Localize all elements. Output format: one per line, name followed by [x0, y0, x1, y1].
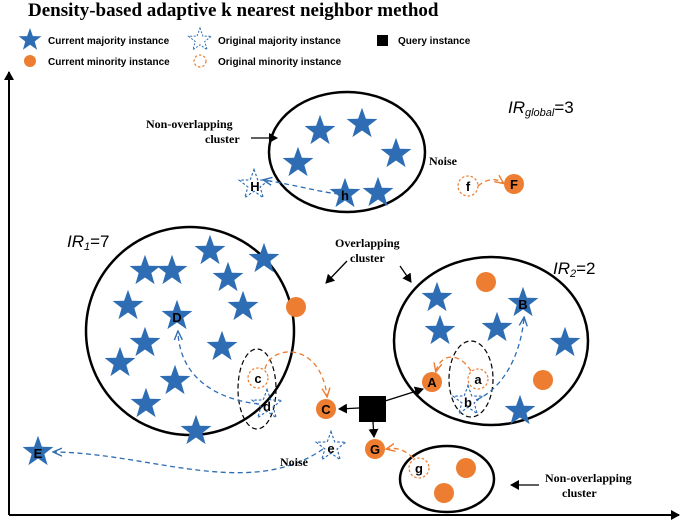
arrow-c-to-C	[264, 351, 327, 396]
overlap-left-arrow	[325, 260, 348, 284]
legend-current-minority-label: Current minority instance	[48, 57, 170, 68]
majority-star	[212, 261, 244, 292]
majority-star	[130, 387, 162, 418]
legend-current-majority-icon	[18, 28, 42, 50]
letter-d: d	[263, 399, 271, 414]
majority-star	[424, 314, 456, 345]
noise-bottom-label: Noise	[280, 455, 309, 469]
letter-B: B	[518, 297, 527, 312]
noise-top-label: Noise	[429, 154, 458, 168]
cluster-bottom-nonoverlapping	[398, 444, 496, 514]
legend-original-majority-icon	[188, 27, 212, 51]
majority-star	[129, 326, 161, 357]
majority-star	[104, 346, 136, 377]
minority-point	[286, 297, 306, 317]
legend: Current majority instance Original major…	[18, 27, 471, 68]
ir1-label: IR1=7	[67, 232, 110, 253]
letter-h: h	[341, 188, 349, 203]
majority-star	[346, 107, 378, 138]
letter-F: F	[510, 177, 518, 192]
legend-current-majority-label: Current majority instance	[48, 36, 170, 47]
cluster-dashed-ab	[448, 340, 494, 418]
minority-move-arrows	[264, 180, 503, 459]
nonoverlap-bottom-label-1: Non-overlapping	[545, 471, 632, 485]
arrow-f-to-F	[477, 180, 503, 187]
axes	[3, 71, 680, 520]
legend-original-minority-label: Original minority instance	[218, 57, 342, 68]
letter-a: a	[474, 372, 482, 387]
majority-star	[421, 281, 453, 312]
letter-C: C	[321, 402, 331, 417]
minority-point	[476, 272, 496, 292]
majority-star	[112, 289, 144, 320]
letter-G: G	[370, 442, 380, 457]
majority-star	[180, 414, 212, 445]
majority-move-arrows	[54, 180, 524, 474]
query-to-A-arrow	[384, 386, 424, 402]
minority-C	[316, 399, 336, 419]
overlap-right-arrow	[399, 265, 412, 283]
arrow-d-to-D	[178, 332, 260, 405]
majority-star	[159, 364, 191, 395]
letter-H: H	[250, 179, 259, 194]
point-letters: H h f F D c d C A a b B E e G g	[34, 177, 528, 476]
minority-point	[434, 483, 454, 503]
cluster-right-overlapping	[392, 255, 590, 427]
majority-star	[206, 330, 238, 361]
letter-c: c	[254, 371, 261, 386]
legend-original-majority-label: Original majority instance	[218, 36, 341, 47]
majority-star	[380, 137, 412, 168]
letter-b: b	[464, 395, 472, 410]
query-instance	[359, 396, 386, 422]
letter-g: g	[415, 461, 423, 476]
arrow-a-to-A	[436, 356, 472, 371]
majority-star	[282, 146, 314, 177]
arrow-b-to-B	[475, 318, 524, 401]
arrow-h-to-H	[264, 180, 340, 195]
ir-global-label: IRglobal=3	[508, 98, 574, 119]
letter-A: A	[427, 375, 437, 390]
minority-G	[365, 439, 385, 459]
original-minority-a	[467, 368, 489, 390]
query-to-G-arrow	[368, 421, 379, 438]
majority-star	[129, 254, 161, 285]
arrow-e-to-E	[54, 449, 324, 474]
query-arrows	[338, 386, 424, 438]
nonoverlap-top-label-1: Non-overlapping	[146, 117, 233, 131]
majority-star	[481, 311, 513, 342]
legend-query-icon	[377, 35, 388, 46]
majority-star	[227, 290, 259, 321]
majority-star	[504, 394, 536, 425]
majority-star	[194, 234, 226, 265]
cluster-top-nonoverlapping	[267, 90, 427, 214]
majority-star	[549, 326, 581, 357]
nonoverlap-bottom-label-2: cluster	[562, 486, 597, 500]
legend-current-minority-icon	[24, 55, 36, 67]
legend-query-label: Query instance	[398, 36, 471, 47]
letter-E: E	[34, 446, 43, 461]
minority-F	[504, 174, 524, 194]
letter-f: f	[466, 179, 471, 194]
legend-original-minority-icon	[193, 54, 207, 68]
letter-e: e	[327, 441, 334, 456]
original-minority-g	[408, 457, 430, 479]
overlap-label-2: cluster	[350, 251, 385, 265]
majority-star	[304, 114, 336, 145]
minority-point	[456, 458, 476, 478]
query-to-C-arrow	[338, 403, 360, 414]
arrow-g-to-G	[387, 448, 414, 459]
cluster-dashed-cd	[237, 348, 277, 430]
ir2-label: IR2=2	[553, 259, 596, 280]
minority-point	[533, 370, 553, 390]
diagram-title: Density-based adaptive k nearest neighbo…	[28, 0, 439, 21]
current-minority-points	[286, 174, 553, 503]
original-minority-c	[247, 367, 269, 389]
label-arrows	[251, 133, 539, 490]
minority-A	[422, 372, 442, 392]
overlap-label-1: Overlapping	[335, 236, 400, 250]
letter-D: D	[172, 310, 181, 325]
nonoverlap-top-label-2: cluster	[205, 132, 240, 146]
majority-star	[156, 254, 188, 285]
